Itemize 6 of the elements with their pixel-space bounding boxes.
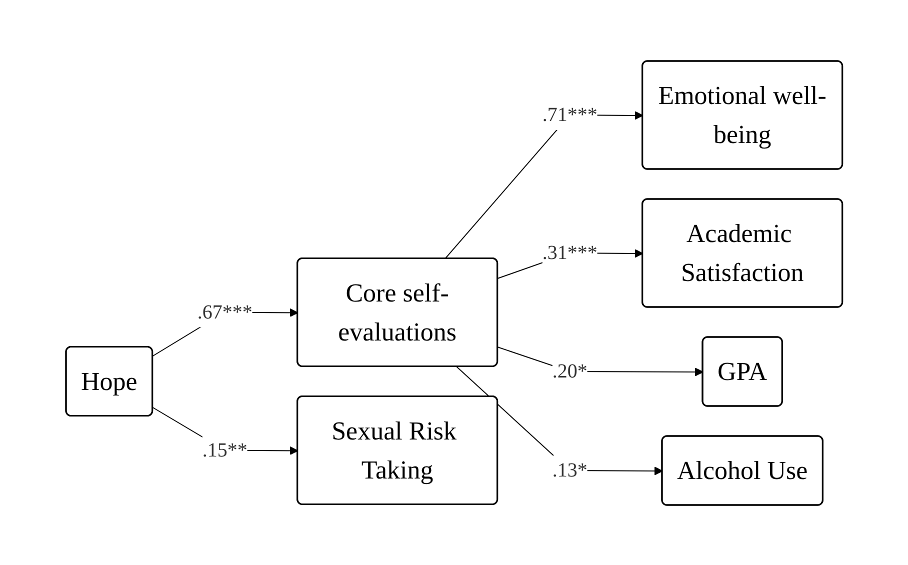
edge-label: .71*** xyxy=(542,104,598,126)
edge-label: .31*** xyxy=(542,242,598,264)
edge-label: .67*** xyxy=(197,300,252,323)
edge-label: .13* xyxy=(552,459,588,481)
edge-label: .20* xyxy=(552,360,588,382)
edge-label: .15** xyxy=(202,438,248,461)
